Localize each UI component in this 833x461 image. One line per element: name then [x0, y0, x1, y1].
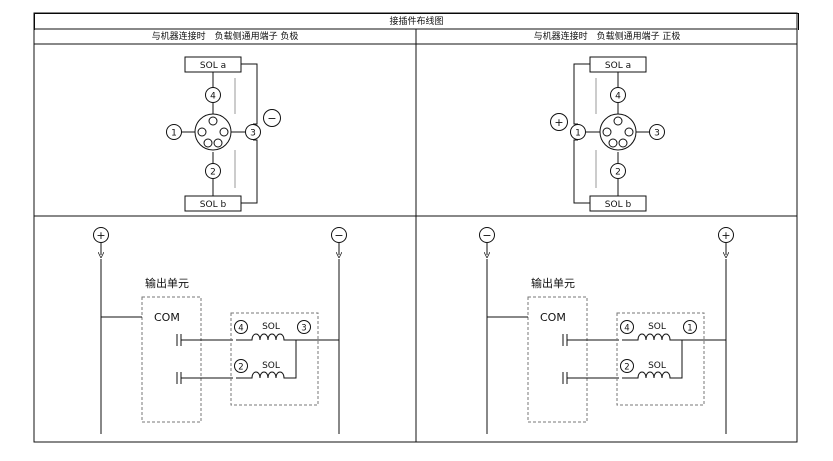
left-top-left-power-icon	[93, 227, 109, 243]
left-coil-top-pin-left-label: 4	[238, 324, 243, 334]
right-pin-2-label: 2	[615, 168, 621, 178]
left-pin-4-label: 4	[210, 92, 216, 102]
right-pin-4-marker	[610, 87, 626, 103]
right-coil-bottom-pin-left-label: 2	[624, 363, 629, 373]
left-wiring-diagram: + − 输出单元 COM 4 3 SOL	[93, 227, 347, 434]
left-sol-b-label: SOL b	[200, 200, 227, 210]
right-top-left-power-icon	[479, 227, 495, 243]
left-pin-hole-right	[219, 127, 229, 137]
right-connector-body	[599, 113, 637, 151]
left-pin-1-label: 1	[171, 129, 177, 139]
left-output-unit-box	[141, 296, 202, 423]
left-coil-top-pin-right-label: 3	[301, 324, 306, 334]
right-coil-bottom-winding	[622, 340, 683, 379]
left-load-box	[230, 312, 319, 406]
left-top-left-power-label: +	[96, 229, 105, 242]
left-pin-4-marker	[205, 87, 221, 103]
right-pin-4-label: 4	[615, 92, 621, 102]
right-pin-3-label: 3	[654, 129, 660, 139]
right-panel-header: 与机器连接时 负载侧通用端子 正极	[417, 30, 797, 44]
right-coil-top-pin-right-label: 1	[687, 324, 692, 334]
right-wire-a-return	[573, 63, 590, 125]
left-coil-top-label: SOL	[262, 322, 280, 332]
right-pin-hole-bottom-right	[618, 138, 628, 148]
right-coil-bottom-pin-left-marker	[620, 359, 634, 373]
left-com-label: COM	[154, 311, 180, 324]
right-coil-top-label: SOL	[648, 322, 666, 332]
right-top-right-power-label: +	[721, 229, 730, 242]
right-coil-top-winding	[622, 333, 693, 341]
left-pin-hole-bottom-right	[213, 138, 223, 148]
right-pin-3-marker	[649, 124, 665, 140]
right-coil-top-pin-left-label: 4	[624, 324, 629, 334]
right-pin-hole-left	[602, 127, 612, 137]
right-pin-hole-right	[624, 127, 634, 137]
left-wire-a-return	[241, 63, 258, 125]
left-pin-1-marker	[166, 124, 182, 140]
left-polarity-label: −	[267, 112, 276, 125]
left-coil-bottom-pin-left-label: 2	[238, 363, 243, 373]
right-pin-1-marker	[570, 124, 586, 140]
left-pin-hole-top	[208, 116, 218, 126]
right-coil-top-pin-right-marker	[683, 320, 697, 334]
left-coil-bottom-winding	[236, 340, 297, 379]
right-top-left-power-label: −	[482, 229, 491, 242]
right-sol-a-label: SOL a	[605, 61, 631, 71]
right-wire-b-return	[573, 139, 590, 204]
right-com-label: COM	[540, 311, 566, 324]
left-coil-top-winding	[236, 333, 307, 341]
left-pin-2-marker	[205, 163, 221, 179]
right-pin-1-label: 1	[575, 129, 581, 139]
right-output-unit-box	[527, 296, 588, 423]
right-pin-hole-top	[613, 116, 623, 126]
right-top-right-power-icon	[718, 227, 734, 243]
left-coil-top-pin-right-marker	[297, 320, 311, 334]
right-pin-hole-bottom-left	[608, 138, 618, 148]
left-coil-bottom-pin-left-marker	[234, 359, 248, 373]
left-pin-3-marker	[245, 124, 261, 140]
left-polarity-icon	[263, 109, 281, 127]
left-pin-hole-left	[197, 127, 207, 137]
left-connector-body	[194, 113, 232, 151]
right-sol-b-label: SOL b	[605, 200, 632, 210]
left-output-unit-label: 输出单元	[145, 276, 189, 290]
left-wire-b-return	[241, 139, 258, 204]
left-top-right-power-label: −	[334, 229, 343, 242]
left-coil-top-pin-left-marker	[234, 320, 248, 334]
left-pin-hole-bottom-left	[203, 138, 213, 148]
right-coil-top-pin-left-marker	[620, 320, 634, 334]
right-connector: SOL a SOL b 1 2 3 4	[550, 56, 665, 212]
right-wiring-diagram: − + 输出单元 COM 4 1 SOL	[479, 227, 734, 434]
right-load-box	[616, 312, 705, 406]
right-polarity-label: +	[554, 116, 563, 129]
right-coil-bottom-label: SOL	[648, 361, 666, 371]
left-coil-bottom-label: SOL	[262, 361, 280, 371]
left-sol-a-label: SOL a	[200, 61, 226, 71]
left-pin-3-label: 3	[250, 129, 256, 139]
left-pin-2-label: 2	[210, 168, 216, 178]
left-connector: SOL a SOL b 1 2 3 4	[166, 56, 281, 212]
left-panel-header: 与机器连接时 负载侧通用端子 负极	[35, 30, 415, 44]
right-output-unit-label: 输出单元	[531, 276, 575, 290]
right-pin-2-marker	[610, 163, 626, 179]
right-polarity-icon	[550, 113, 568, 131]
left-top-right-power-icon	[331, 227, 347, 243]
